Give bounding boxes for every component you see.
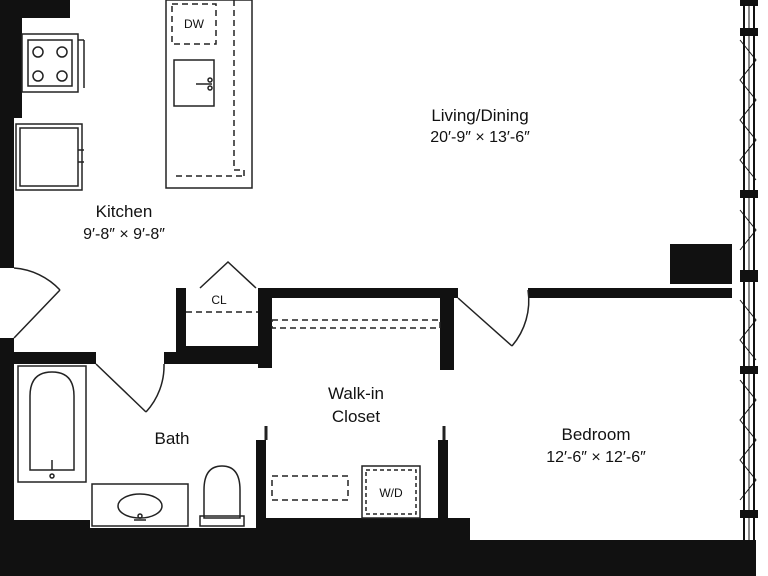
kitchen-dims: 9′-8″ × 9′-8″ — [83, 226, 165, 243]
bedroom-label: Bedroom — [562, 425, 631, 444]
kitchen-label: Kitchen — [96, 202, 153, 221]
bathtub — [17, 365, 87, 483]
window-wall — [739, 0, 758, 540]
walk-in-closet-label-line1: Walk-in — [328, 384, 384, 403]
wall-cl-left — [176, 288, 186, 354]
wall-walkin-right — [440, 288, 454, 370]
bedroom-door — [457, 297, 513, 347]
closet-label: CL — [211, 293, 227, 307]
living-dining-label: Living/Dining — [431, 106, 528, 125]
bath-door-swing — [145, 363, 165, 413]
wall-bath-right — [256, 440, 266, 576]
bath-label: Bath — [155, 429, 190, 448]
wall-bedroom-top — [528, 288, 732, 298]
walk-in-closet-label-line2: Closet — [332, 407, 380, 426]
wall-left-upper — [0, 0, 14, 268]
window-mullions — [740, 0, 758, 518]
cooktop — [21, 33, 85, 93]
wall-bottom-bath — [90, 528, 266, 576]
wall-mid-horizontal — [258, 288, 458, 298]
wall-bottom-walkin — [266, 518, 470, 576]
doors — [13, 260, 530, 501]
wall-bath-top-right — [164, 352, 258, 364]
wall-walkin-lower-right — [438, 440, 448, 530]
wall-bath-top — [14, 352, 96, 364]
toilet — [199, 465, 245, 527]
bedroom-door-swing — [511, 289, 530, 347]
washer-dryer — [361, 465, 421, 519]
wall-bottom-left — [14, 520, 90, 576]
bath-door — [95, 363, 147, 413]
wall-column — [670, 244, 732, 284]
wall-cl-right — [258, 288, 272, 368]
wall-kitchen-post — [14, 18, 22, 118]
closet-door — [199, 260, 257, 289]
wall-left-lower — [0, 338, 14, 576]
dishwasher-label: DW — [184, 17, 205, 31]
walkin-shelf-lower — [271, 475, 349, 501]
wall-bottom-bedroom — [456, 540, 756, 576]
vanity — [91, 483, 189, 527]
entry-door-swing — [13, 267, 61, 291]
entry-door — [13, 289, 61, 339]
wall-kitchen-corner — [14, 0, 70, 18]
refrigerator — [15, 123, 84, 191]
bedroom-dims: 12′-6″ × 12′-6″ — [546, 449, 646, 466]
washer-dryer-label: W/D — [379, 486, 403, 500]
walkin-shelf-top — [271, 319, 441, 329]
kitchen-island — [165, 0, 253, 189]
living-dining-dims: 20′-9″ × 13′-6″ — [430, 129, 530, 146]
